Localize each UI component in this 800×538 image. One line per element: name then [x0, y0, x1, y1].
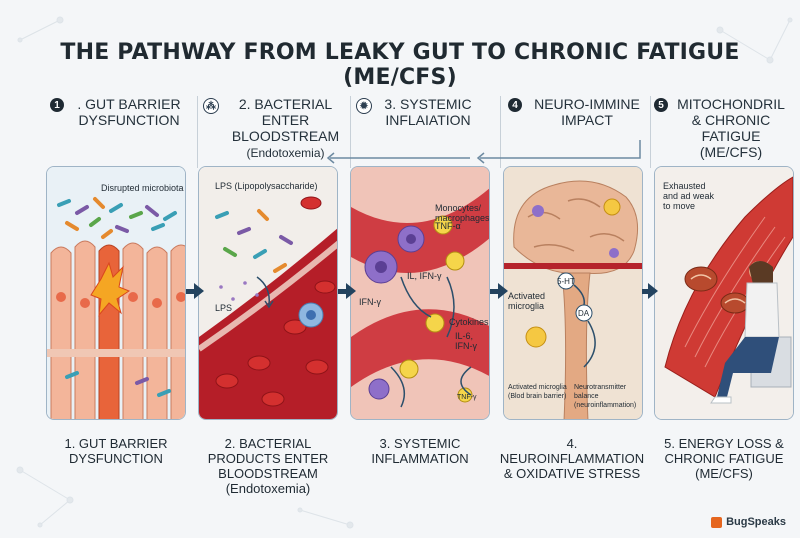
caption-step-3: 3. SYSTEMIC INFLAMMATION — [371, 436, 469, 466]
panel-inflammation: Monocytes/ macrophages TNF-α IL, IFN-γ I… — [350, 166, 490, 420]
label-il-ifn: IL, IFN-γ — [407, 271, 442, 281]
brand-logo-icon — [711, 516, 723, 528]
label-il6: IL-6, IFN-γ — [455, 331, 477, 351]
fatigue-illustration — [655, 167, 793, 419]
page-title: THE PATHWAY FROM LEAKY GUT TO CHRONIC FA… — [60, 40, 740, 90]
arrow-3-4 — [490, 283, 508, 299]
label-ifn: IFN-γ — [359, 297, 381, 307]
step-4-header-text: NEURO-IMMINE IMPACT — [534, 96, 640, 128]
panel-gut-barrier: Disrupted microbiota — [46, 166, 186, 420]
step-3-header-text: 3. SYSTEMIC INFLAIATION — [384, 96, 472, 128]
inflammation-illustration — [351, 167, 489, 419]
label-monocytes: Monocytes/ macrophages — [435, 203, 490, 223]
label-5ht: 5-HT — [557, 277, 575, 286]
brain-illustration — [504, 167, 642, 419]
label-tnf: TNF-α — [435, 221, 461, 231]
caption-step-5: 5. ENERGY LOSS & CHRONIC FATIGUE (ME/CFS… — [664, 436, 784, 481]
step-4-header: 4 NEURO-IMMINE IMPACT — [508, 96, 648, 156]
panel-fatigue: Exhausted and ad weak to move — [654, 166, 794, 420]
step-2-header-text: 2. BACTERIAL ENTER BLOODSTREAM (Endotoxe… — [223, 96, 348, 161]
step-3-header: ✹ 3. SYSTEMIC INFLAIATION — [356, 96, 496, 156]
header-divider-2 — [350, 96, 351, 168]
label-lps-full: LPS (Lipopolysaccharide) — [215, 181, 318, 191]
arrow-1-2 — [186, 283, 204, 299]
label-activated-bbb: Activated microglia (Blod brain barrier) — [508, 384, 567, 400]
label-disrupted-microbiota: Disrupted microbiota — [101, 183, 184, 193]
bacteria-icon: ⁂ — [203, 98, 219, 114]
header-divider-1 — [197, 96, 198, 168]
panel-brain: Activated microglia 5-HT DA Activated mi… — [503, 166, 643, 420]
label-tnf-small: TNF-γ — [457, 394, 477, 401]
header-divider-3 — [500, 96, 501, 168]
step-4-number-badge: 4 — [508, 98, 522, 112]
bloodstream-illustration — [199, 167, 337, 419]
brand-name: BugSpeaks — [726, 516, 786, 528]
label-lps: LPS — [215, 303, 233, 313]
step-2-header-sub: (Endotoxemia) — [246, 146, 325, 160]
caption-step-4: 4. NEUROINFLAMMATION & OXIDATIVE STRESS — [499, 436, 645, 481]
arrow-2-3 — [338, 283, 356, 299]
arrow-4-5 — [642, 283, 658, 299]
step-1-number-badge: 1 — [50, 98, 64, 112]
caption-step-2: 2. BACTERIAL PRODUCTS ENTER BLOODSTREAM … — [207, 436, 329, 496]
step-1-header: 1 . GUT BARRIER DYSFUNCTION — [50, 96, 190, 156]
label-da: DA — [578, 309, 590, 318]
step-1-header-text: . GUT BARRIER DYSFUNCTION — [77, 96, 181, 128]
caption-step-1: 1. GUT BARRIER DYSFUNCTION — [64, 436, 168, 466]
label-activated-microglia: Activated microglia — [508, 291, 546, 311]
virus-icon: ✹ — [356, 98, 372, 114]
header-divider-4 — [650, 96, 651, 168]
step-5-number-badge: 5 — [654, 98, 668, 112]
step-5-header-text: MITOCHONDRIL & CHRONIC FATIGUE (ME/CFS) — [677, 96, 785, 160]
gut-barrier-illustration — [47, 167, 185, 419]
leak-burst — [90, 261, 131, 317]
label-cytokines: Cytokines — [449, 317, 489, 327]
step-2-header: ⁂ 2. BACTERIAL ENTER BLOODSTREAM (Endoto… — [203, 96, 348, 160]
panel-bloodstream: LPS (Lipopolysaccharide) LPS — [198, 166, 338, 420]
label-exhausted: Exhausted and ad weak to move — [663, 181, 715, 211]
step-5-header: 5 MITOCHONDRIL & CHRONIC FATIGUE (ME/CFS… — [654, 96, 794, 160]
label-neurotransmitter: Neurotransmitter balance (neuroinflammat… — [574, 384, 637, 409]
step-2-header-title: 2. BACTERIAL ENTER BLOODSTREAM — [231, 96, 340, 144]
microbiota — [57, 197, 177, 239]
brand-logo: BugSpeaks — [711, 516, 786, 528]
